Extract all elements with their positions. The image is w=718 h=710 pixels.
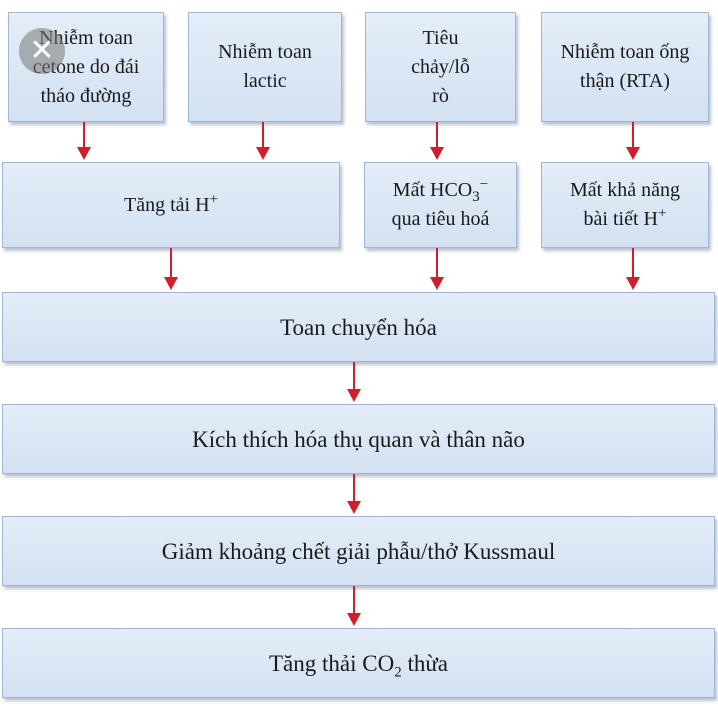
box-chemoreceptor: Kích thích hóa thụ quan và thân não — [2, 404, 715, 474]
box-chemoreceptor-text: Kích thích hóa thụ quan và thân não — [192, 426, 525, 452]
arrow-down-icon — [626, 248, 640, 290]
arrow-down-icon — [430, 248, 444, 290]
arrow-down-icon — [347, 362, 361, 402]
box-rta: Nhiễm toan ống thận (RTA) — [541, 12, 709, 122]
box-ketoacidosis: Nhiễm toan cetone do đái tháo đường — [8, 12, 164, 122]
close-icon[interactable]: ✕ — [19, 28, 65, 74]
box-hco3-loss: Mất HCO3−qua tiêu hoá — [364, 162, 517, 248]
arrow-down-icon — [347, 586, 361, 626]
box-dead-space: Giảm khoảng chết giải phẫu/thở Kussmaul — [2, 516, 715, 586]
box-metabolic-acidosis: Toan chuyển hóa — [2, 292, 715, 362]
box-metabolic-acidosis-text: Toan chuyển hóa — [280, 314, 437, 340]
arrow-down-icon — [626, 122, 640, 160]
arrow-down-icon — [347, 474, 361, 514]
arrow-down-icon — [164, 248, 178, 290]
box-diarrhea-fistula: Tiêu chảy/lỗ rò — [365, 12, 516, 122]
box-hco3-loss-text: Mất HCO3−qua tiêu hoá — [391, 176, 490, 230]
box-rta-text: Nhiễm toan ống thận (RTA) — [560, 41, 690, 92]
box-h-load-text: Tăng tải H+ — [124, 190, 218, 216]
box-co2-excretion-text: Tăng thải CO2 thừa — [268, 650, 449, 681]
box-dead-space-text: Giảm khoảng chết giải phẫu/thở Kussmaul — [161, 538, 556, 564]
arrow-down-icon — [430, 122, 444, 160]
arrow-down-icon — [77, 122, 91, 160]
box-lactic-acidosis: Nhiễm toan lactic — [188, 12, 342, 122]
box-h-load: Tăng tải H+ — [2, 162, 340, 248]
box-diarrhea-fistula-text: Tiêu chảy/lỗ rò — [411, 26, 470, 107]
box-co2-excretion: Tăng thải CO2 thừa — [2, 628, 715, 698]
box-lactic-acidosis-text: Nhiễm toan lactic — [218, 41, 312, 92]
arrow-down-icon — [256, 122, 270, 160]
